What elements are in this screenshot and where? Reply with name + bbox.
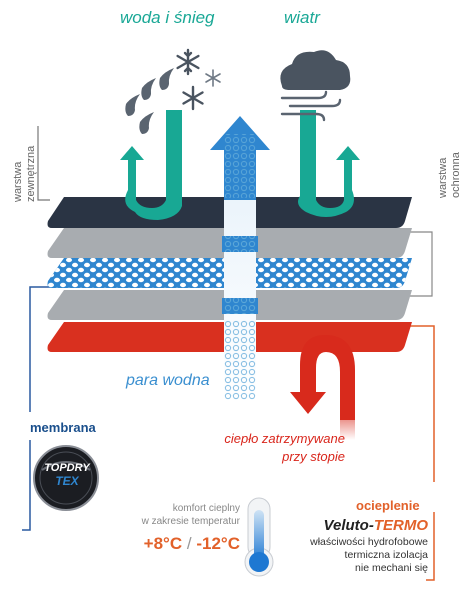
membrane-bracket (22, 286, 50, 531)
temperature-range: +8°C / -12°C (143, 534, 240, 553)
water-drainage-left (120, 110, 182, 220)
outer-layer-bracket (37, 126, 50, 201)
protective-layer-bracket (410, 231, 433, 297)
snowflake-icon (176, 48, 221, 111)
water-drainage-right (298, 110, 360, 217)
insulation-bracket (410, 325, 435, 581)
heat-retained-label: ciepło zatrzymywane przy stopie (224, 431, 345, 464)
features-list: właściwości hydrofobowe termiczna izolac… (310, 536, 428, 574)
protective-layer-label: warstwa ochronna (437, 152, 462, 198)
wind-label: wiatr (284, 8, 320, 27)
membrane-label: membrana (30, 420, 96, 435)
cloud-wind-icon (280, 50, 351, 122)
heat-arrow (290, 335, 355, 440)
insulation-label: ocieplenie (356, 498, 420, 513)
topdry-tex-badge (33, 445, 99, 511)
vapor-arrow (210, 116, 270, 400)
water-snow-label: woda i śnieg (120, 8, 215, 27)
rain-drops-icon (125, 68, 174, 134)
brand-name: Veluto-TERMO (323, 517, 428, 534)
comfort-label: komfort cieplny w zakresie temperatur (141, 503, 240, 527)
vapor-label: para wodna (126, 372, 210, 389)
topdry-tex-text: TOPDRY TEX (44, 462, 90, 488)
outer-layer-label: warstwa zewnętrzna (12, 145, 37, 202)
thermometer-icon (244, 497, 274, 577)
